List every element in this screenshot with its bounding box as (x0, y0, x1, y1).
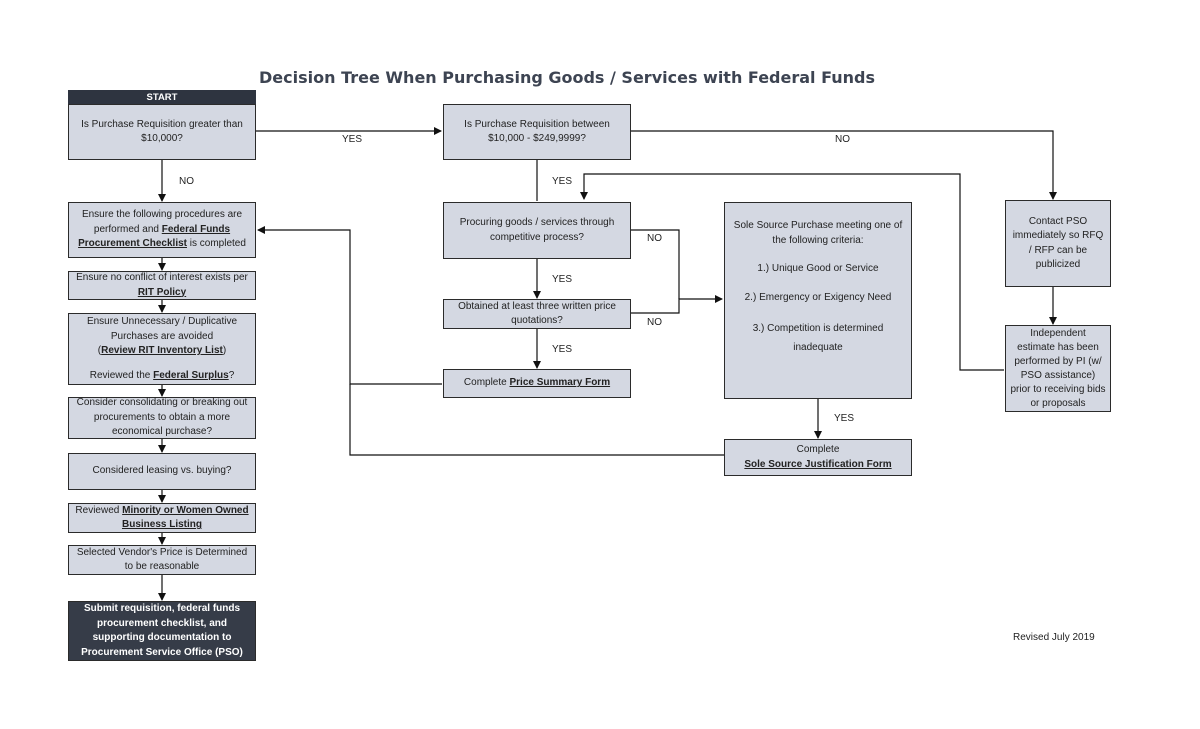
label-no-quotes: NO (647, 317, 662, 328)
node-minority: Reviewed Minority or Women Owned Busines… (68, 503, 256, 533)
node-submit: Submit requisition, federal funds procur… (68, 601, 256, 661)
paren-close: ) (222, 345, 227, 356)
node-vendor-price: Selected Vendor's Price is Determined to… (68, 545, 256, 575)
edge-competitive-no-to-sole (631, 229, 680, 299)
federal-surplus-link[interactable]: Federal Surplus (153, 369, 229, 381)
edge-soleform-to-procedures (349, 384, 724, 456)
sole-source-form-link[interactable]: Sole Source Justification Form (744, 458, 892, 470)
node-independent: Independent estimate has been performed … (1005, 325, 1111, 412)
node-sole-form: Complete Sole Source Justification Form (724, 439, 912, 476)
label-no-competitive: NO (647, 233, 662, 244)
edge-q2-no-to-contact (631, 130, 1057, 200)
node-unnecessary: Ensure Unnecessary / Duplicative Purchas… (68, 313, 256, 385)
label-no-q2: NO (835, 134, 850, 145)
node-q-over-10k: Is Purchase Requisition greater than $10… (68, 104, 256, 160)
sole-source-criterion-2: 2.) Emergency or Exigency Need (744, 291, 892, 303)
procedures-post: is completed (187, 238, 246, 250)
node-leasing: Considered leasing vs. buying? (68, 453, 256, 490)
edge-summary-to-procedures (257, 226, 442, 385)
start-header: START (68, 90, 256, 104)
node-three-quotes: Obtained at least three written price qu… (443, 299, 631, 329)
node-independent-text: Independent estimate has been performed … (1010, 327, 1106, 409)
label-yes-competitive: YES (552, 274, 573, 285)
node-price-summary-text: Complete Price Summary Form (464, 376, 610, 391)
node-price-summary: Complete Price Summary Form (443, 369, 631, 398)
sole-source-intro: Sole Source Purchase meeting one of the … (733, 220, 903, 246)
sole-form-pre: Complete (796, 444, 840, 455)
edge-independent-to-competitive (580, 173, 1004, 371)
label-yes-quotes: YES (552, 344, 573, 355)
node-competitive-text: Procuring goods / services through compe… (459, 217, 615, 243)
node-q-between-text: Is Purchase Requisition between $10,000 … (464, 118, 610, 145)
node-procedures: Ensure the following procedures are perf… (68, 202, 256, 258)
sole-source-criterion-1: 1.) Unique Good or Service (757, 263, 879, 274)
price-summary-pre: Complete (463, 377, 510, 389)
line3-post: ? (228, 369, 235, 381)
procedures-pre: Ensure the following procedures are perf… (81, 209, 243, 235)
unnecessary-line1: Ensure Unnecessary / Duplicative Purchas… (86, 316, 238, 342)
node-submit-text: Submit requisition, federal funds procur… (81, 603, 243, 658)
sole-source-criterion-3: 3.) Competition is determined inadequate (752, 323, 884, 353)
price-summary-link[interactable]: Price Summary Form (509, 377, 611, 389)
rit-policy-link[interactable]: RIT Policy (137, 286, 187, 298)
label-yes-q1: YES (342, 134, 363, 145)
label-yes-sole: YES (834, 413, 855, 424)
node-minority-text: Reviewed Minority or Women Owned Busines… (73, 504, 251, 533)
node-three-quotes-text: Obtained at least three written price qu… (458, 300, 616, 327)
node-competitive: Procuring goods / services through compe… (443, 202, 631, 259)
revised-date: Revised July 2019 (1013, 632, 1095, 643)
node-q-over-10k-text: Is Purchase Requisition greater than $10… (81, 118, 243, 145)
label-no-q1: NO (179, 176, 194, 187)
node-vendor-price-text: Selected Vendor's Price is Determined to… (76, 546, 248, 573)
edge-quotes-no-to-sole (631, 295, 723, 314)
node-contact-pso-text: Contact PSO immediately so RFQ / RFP can… (1012, 215, 1104, 271)
line3-pre: Reviewed the (89, 369, 154, 381)
node-contact-pso: Contact PSO immediately so RFQ / RFP can… (1005, 200, 1111, 287)
minority-listing-link[interactable]: Minority or Women Owned Business Listing (121, 504, 249, 531)
rit-inventory-link[interactable]: Review RIT Inventory List (101, 345, 223, 356)
node-sole-source: Sole Source Purchase meeting one of the … (724, 202, 912, 399)
node-leasing-text: Considered leasing vs. buying? (92, 465, 232, 477)
paren-open: ( (97, 345, 102, 356)
unnecessary-line2: (Review RIT Inventory List) (98, 344, 226, 359)
node-consolidate: Consider consolidating or breaking out p… (68, 397, 256, 439)
conflict-pre: Ensure no conflict of interest exists pe… (76, 272, 248, 283)
node-conflict: Ensure no conflict of interest exists pe… (68, 271, 256, 300)
federal-funds-checklist-link[interactable]: Federal Funds Procurement Checklist (78, 223, 231, 250)
node-q-between: Is Purchase Requisition between $10,000 … (443, 104, 631, 160)
unnecessary-line3: Reviewed the Federal Surplus? (90, 369, 235, 384)
minority-pre: Reviewed (75, 504, 123, 516)
node-procedures-text: Ensure the following procedures are perf… (73, 208, 251, 252)
label-yes-q2: YES (552, 176, 573, 187)
diagram-title: Decision Tree When Purchasing Goods / Se… (259, 68, 875, 87)
node-consolidate-text: Consider consolidating or breaking out p… (76, 397, 248, 438)
